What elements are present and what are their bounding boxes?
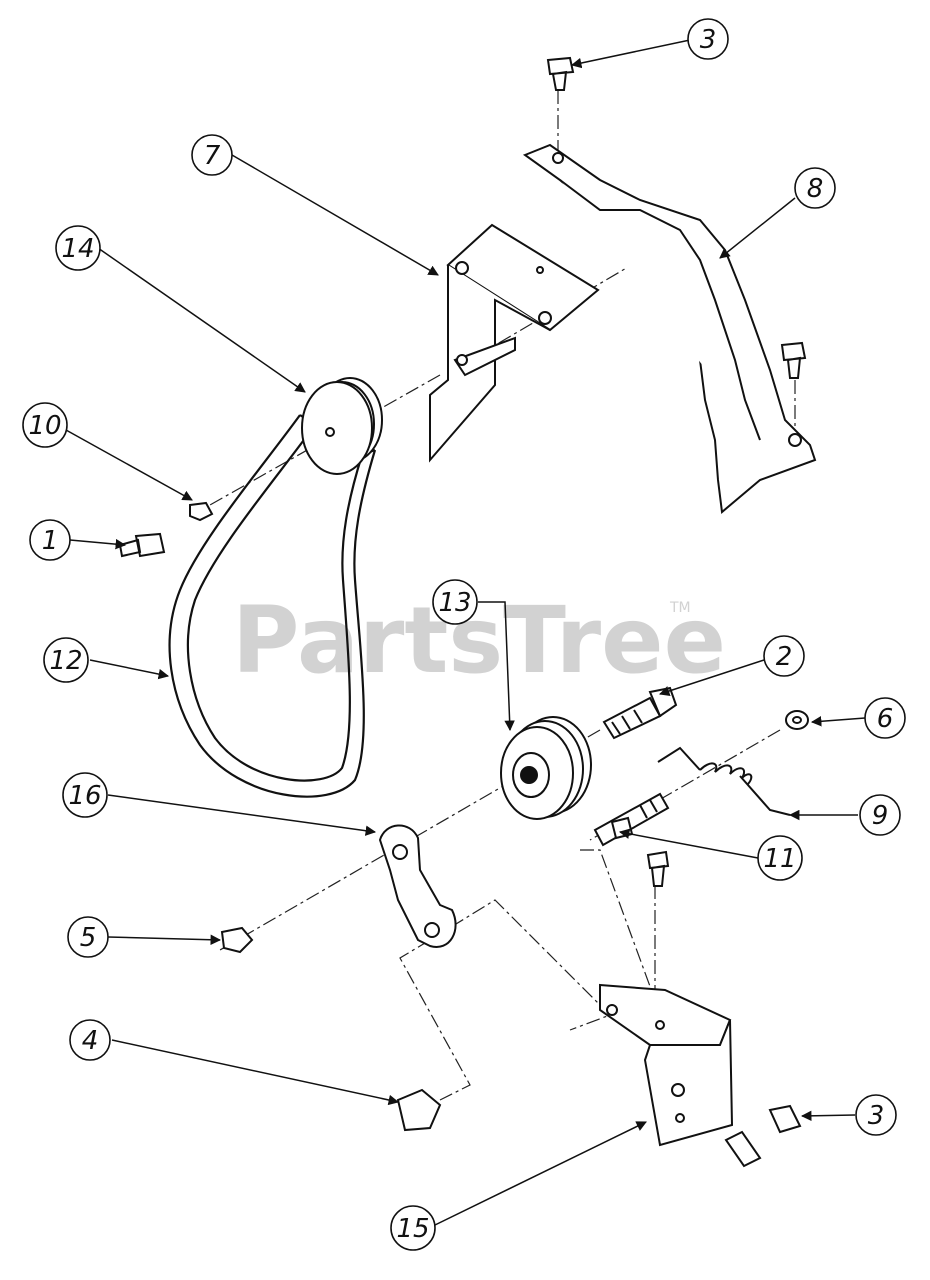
callout-6: 6 — [864, 697, 906, 739]
callout-2: 2 — [763, 635, 805, 677]
spring-part-9 — [657, 746, 791, 816]
callout-16-label: 16 — [68, 781, 101, 811]
callout-11: 11 — [757, 835, 803, 881]
callout-14: 14 — [55, 225, 101, 271]
bolt-part-2 — [602, 686, 678, 740]
stud-part-11 — [593, 792, 670, 847]
callout-9: 9 — [859, 794, 901, 836]
callout-10-label: 10 — [28, 411, 61, 441]
callout-16: 16 — [62, 772, 108, 818]
callout-15: 15 — [390, 1205, 436, 1251]
callout-7-label: 7 — [204, 141, 221, 171]
bolt-3b — [768, 1104, 802, 1134]
callout-3-top-label: 3 — [700, 25, 717, 55]
callout-5: 5 — [67, 916, 109, 958]
callout-2-label: 2 — [776, 642, 793, 672]
bracket-part-15 — [599, 983, 734, 1147]
callout-13-label: 13 — [438, 588, 471, 618]
callout-10: 10 — [22, 402, 68, 448]
bolt-top-3 — [546, 56, 575, 91]
callout-7: 7 — [191, 134, 233, 176]
bracket-part-7 — [429, 223, 600, 463]
hardware — [118, 56, 807, 1168]
idler-pulley-part-13 — [500, 716, 592, 820]
callout-4-label: 4 — [82, 1026, 99, 1056]
bolt-15-top — [646, 850, 670, 887]
callouts: 3 7 8 14 10 1 13 2 — [22, 18, 906, 1251]
callout-1-label: 1 — [42, 526, 59, 556]
nut-4 — [396, 1088, 442, 1132]
nut-5 — [220, 926, 254, 954]
nut-10 — [189, 501, 214, 522]
bolt-15-lower — [724, 1130, 762, 1168]
callout-12-label: 12 — [49, 646, 82, 676]
callout-15-label: 15 — [396, 1214, 429, 1244]
shield-part-8 — [522, 143, 817, 514]
callout-3-bottom: 3 — [855, 1094, 897, 1136]
callout-8: 8 — [794, 167, 836, 209]
callout-3-top: 3 — [687, 18, 729, 60]
watermark: PartsTree TM — [232, 587, 726, 694]
callout-9-label: 9 — [872, 801, 889, 831]
watermark-text: PartsTree — [232, 587, 726, 694]
callout-1: 1 — [29, 519, 71, 561]
callout-13: 13 — [432, 579, 478, 625]
pulley-part-14 — [301, 377, 383, 475]
callout-12: 12 — [43, 637, 89, 683]
bolt-1 — [118, 532, 166, 558]
leader-lines — [65, 39, 866, 1226]
callout-4: 4 — [69, 1019, 111, 1061]
idler-arm-part-16 — [378, 824, 457, 948]
callout-11-label: 11 — [763, 844, 796, 874]
callout-6-label: 6 — [877, 704, 894, 734]
callout-3-bottom-label: 3 — [868, 1101, 885, 1131]
callout-14-label: 14 — [61, 234, 94, 264]
callout-5-label: 5 — [80, 923, 97, 953]
watermark-trademark: TM — [669, 600, 691, 616]
washer-part-6 — [785, 710, 809, 730]
bolt-right-8 — [780, 341, 807, 379]
callout-8-label: 8 — [807, 174, 824, 204]
